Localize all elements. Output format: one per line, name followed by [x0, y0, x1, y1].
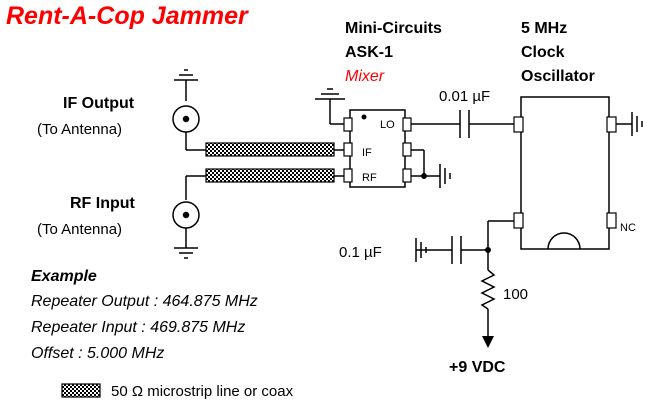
rf-input-label: RF Input: [70, 195, 136, 212]
example-repeater-input: Repeater Input : 469.875 MHz: [31, 319, 245, 336]
oscillator-ground-icon: [616, 112, 643, 136]
if-top-ground-icon: [174, 69, 198, 81]
resistor-100: [480, 269, 496, 336]
oscillator-block: [513, 96, 617, 250]
if-output-sublabel: (To Antenna): [37, 121, 122, 138]
bypass-capacitor: [415, 236, 488, 264]
example-heading: Example: [31, 268, 97, 285]
supply-arrow-icon: [482, 336, 494, 348]
if-coax-line: [205, 142, 335, 157]
bypass-capacitor-label: 0.1 µF: [339, 244, 382, 261]
oscillator-name-label: Oscillator: [521, 68, 595, 85]
rf-input-connector: [172, 175, 206, 248]
rf-input-sublabel: (To Antenna): [37, 221, 122, 238]
lo-capacitor: [411, 110, 514, 138]
mixer-type-label: Mixer: [345, 68, 385, 85]
mixer-right-ground-icon: [411, 149, 451, 188]
oscillator-pin-nc: NC: [620, 222, 636, 234]
oscillator-clock-label: Clock: [521, 44, 565, 61]
mixer-block: [343, 109, 412, 188]
oscillator-freq-label: 5 MHz: [521, 20, 567, 37]
legend-coax-swatch: [61, 383, 101, 398]
mixer-pin-lo: LO: [380, 119, 395, 131]
mixer-top-ground-icon: [315, 88, 346, 125]
lo-capacitor-label: 0.01 µF: [439, 88, 490, 105]
if-output-label: IF Output: [63, 95, 135, 112]
legend-label: 50 Ω microstrip line or coax: [111, 383, 294, 400]
mixer-model-label: ASK-1: [345, 44, 393, 61]
mixer-pin-rf: RF: [362, 172, 377, 184]
supply-voltage-label: +9 VDC: [449, 359, 506, 376]
mixer-maker-label: Mini-Circuits: [345, 20, 442, 37]
if-output-connector: [172, 80, 206, 151]
mixer-pin-if: IF: [362, 147, 372, 159]
example-repeater-output: Repeater Output : 464.875 MHz: [31, 293, 258, 310]
example-offset: Offset : 5.000 MHz: [31, 345, 164, 362]
supply-wiring: [485, 220, 514, 270]
rf-coax-line: [205, 168, 335, 183]
diagram-title: Rent-A-Cop Jammer: [6, 2, 249, 30]
rf-bottom-ground-icon: [174, 247, 198, 259]
resistor-label: 100: [503, 286, 528, 303]
